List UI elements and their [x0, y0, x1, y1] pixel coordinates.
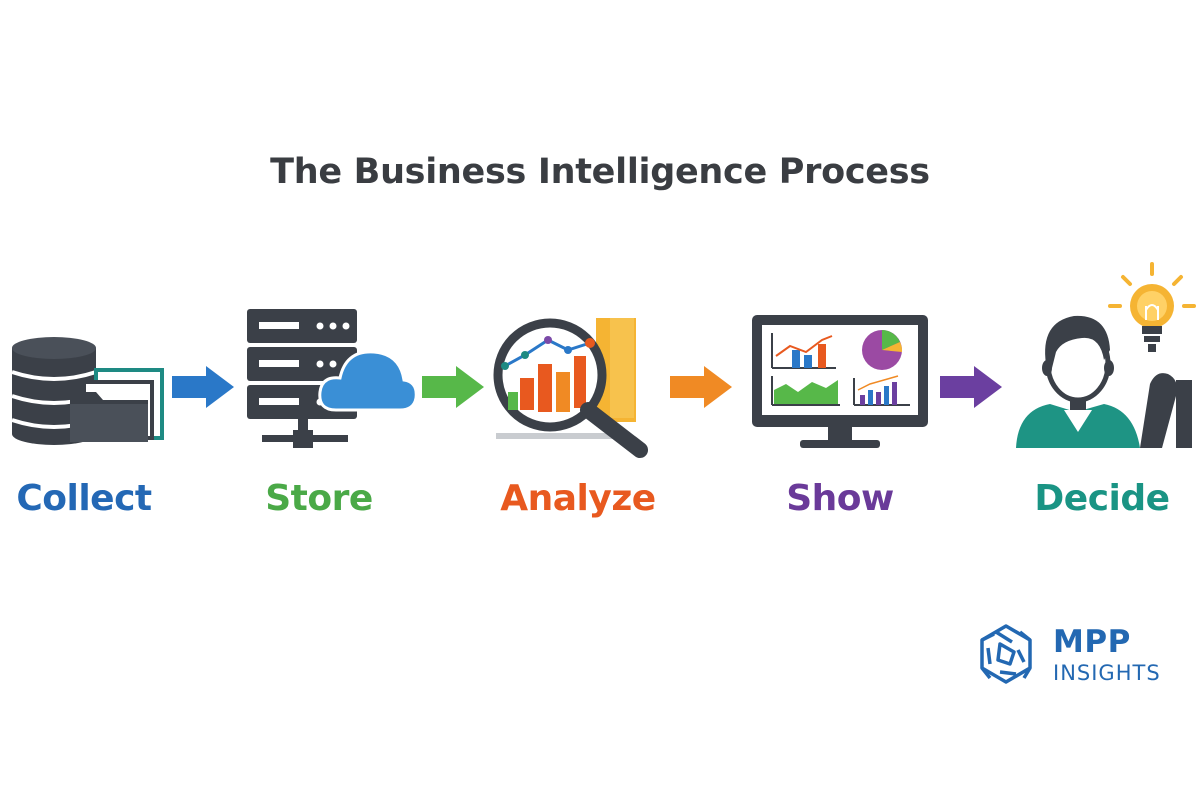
page-title: The Business Intelligence Process [270, 152, 930, 192]
step-label-show: Show [786, 478, 894, 519]
arrow-right-icon [940, 366, 1002, 408]
step-label-decide: Decide [1034, 478, 1170, 519]
monitor-dashboard-icon [752, 315, 928, 448]
step-label-collect: Collect [16, 478, 152, 519]
arrow-right-icon [422, 366, 484, 408]
magnifier-chart-icon [493, 318, 648, 458]
logo-tagline: INSIGHTS [1053, 661, 1161, 685]
person-lightbulb-icon [1016, 262, 1196, 448]
mpp-logo-icon [980, 624, 1032, 684]
server-cloud-icon [247, 309, 418, 448]
logo-name: MPP [1053, 624, 1131, 660]
arrow-right-icon [172, 366, 234, 408]
database-folder-icon [11, 337, 164, 445]
arrow-right-icon [670, 366, 732, 408]
step-label-store: Store [265, 478, 373, 519]
step-label-analyze: Analyze [500, 478, 656, 519]
